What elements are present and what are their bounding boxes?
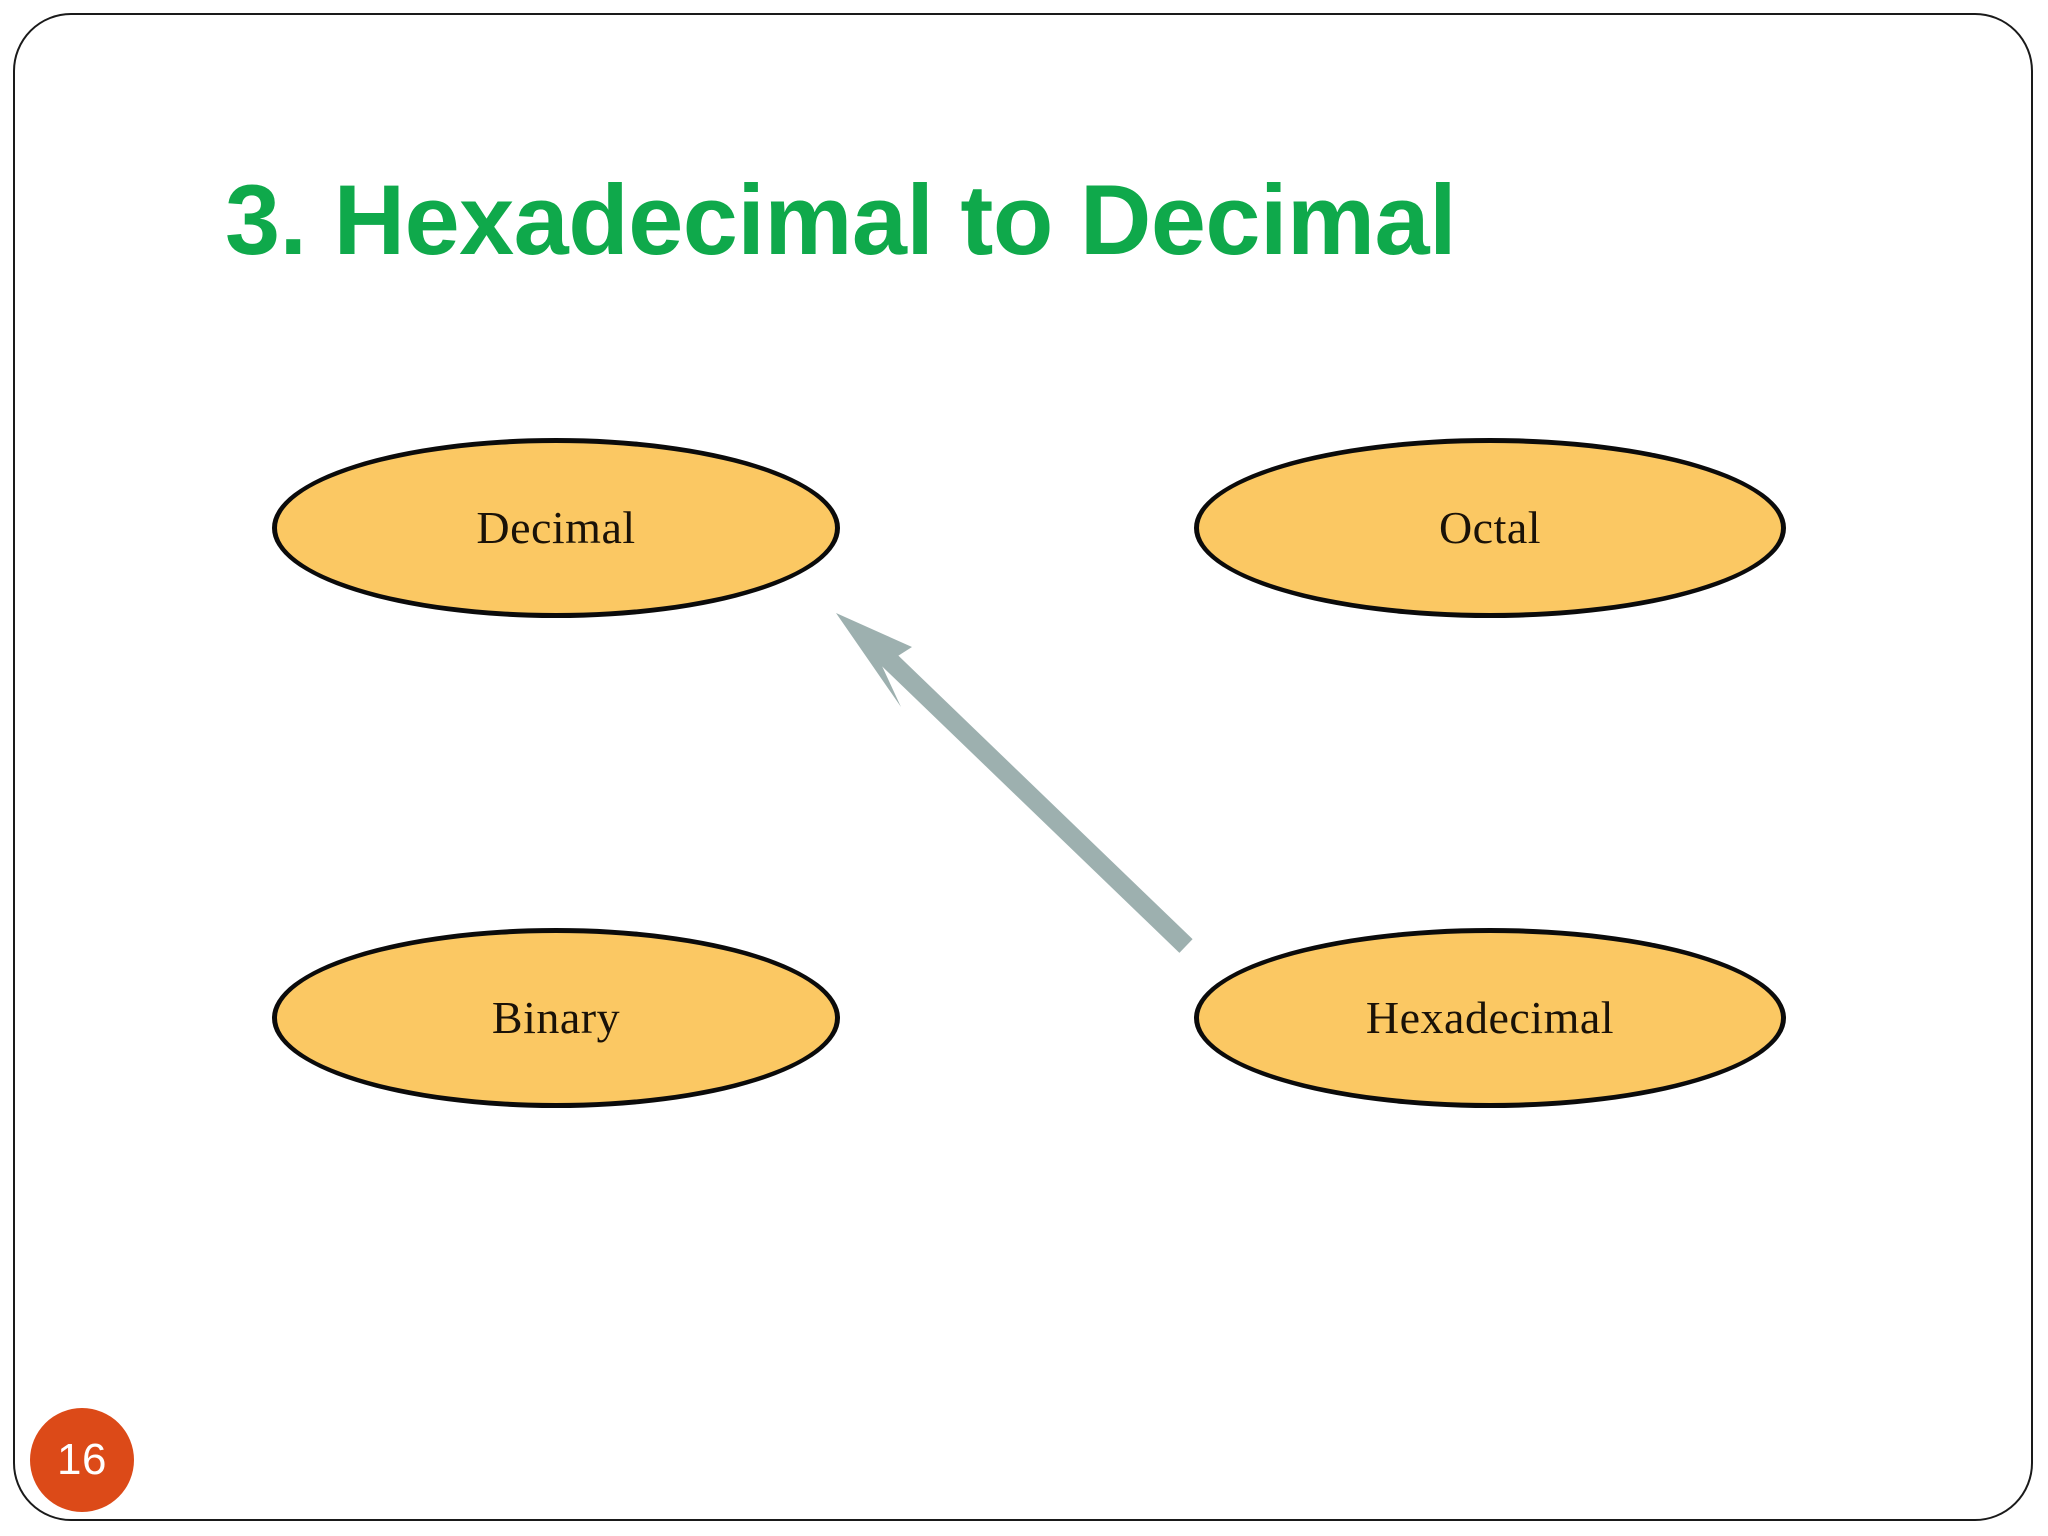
arrow-shaft — [877, 648, 1193, 953]
node-binary-label: Binary — [491, 992, 621, 1043]
page-number-badge: 16 — [30, 1408, 134, 1512]
arrow-head-icon — [836, 613, 912, 707]
arrow-hexadecimal-to-decimal[interactable] — [836, 613, 1193, 953]
node-octal-label: Octal — [1438, 502, 1542, 553]
node-binary[interactable]: Binary — [272, 928, 840, 1108]
page-title: 3. Hexadecimal to Decimal — [225, 164, 1457, 275]
page-number-text: 16 — [57, 1435, 107, 1484]
node-decimal-label: Decimal — [476, 502, 636, 553]
node-hexadecimal[interactable]: Hexadecimal — [1194, 928, 1786, 1108]
node-hexadecimal-label: Hexadecimal — [1365, 992, 1615, 1043]
node-decimal[interactable]: Decimal — [272, 438, 840, 618]
node-octal[interactable]: Octal — [1194, 438, 1786, 618]
